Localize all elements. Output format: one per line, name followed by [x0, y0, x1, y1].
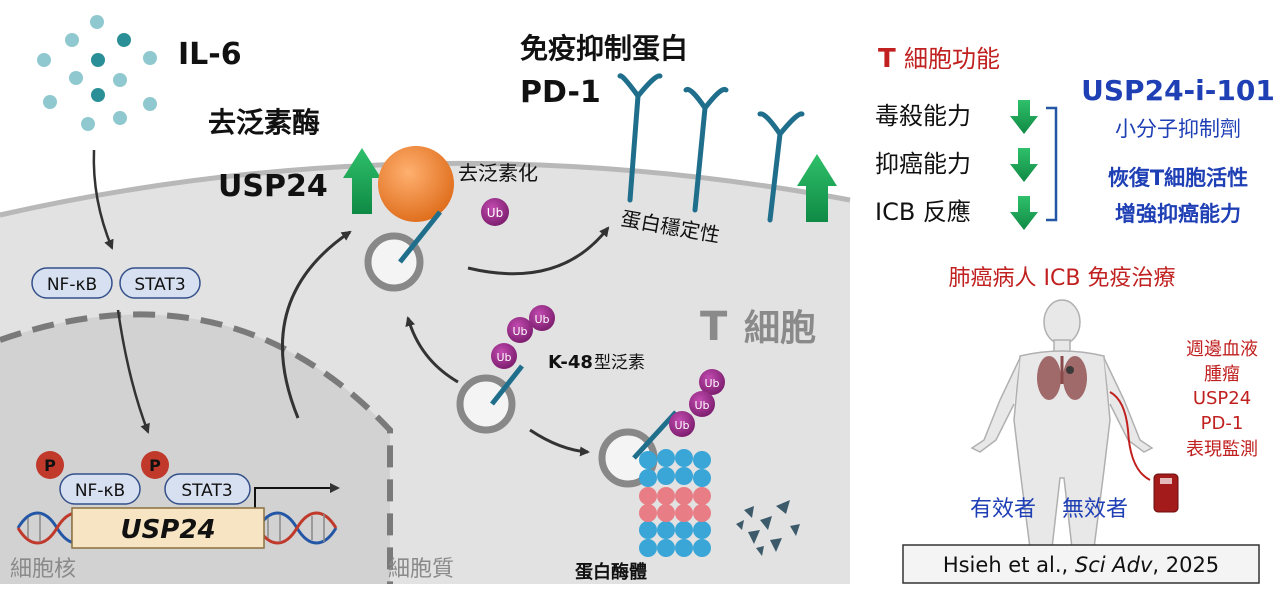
pd1-receptors: [617, 73, 805, 223]
ub-pro-2: Ub: [694, 399, 709, 412]
monitor-line-1: 週邊血液: [1186, 339, 1258, 360]
proteasome-label: 蛋白酶體: [575, 561, 647, 583]
monitor-line-5: 表現監測: [1186, 439, 1258, 460]
k48-label: K-48 型泛素: [548, 352, 645, 373]
nfkb-label: NF-κB: [47, 275, 97, 295]
bracket: [1046, 106, 1058, 222]
transcription-arrow: [254, 483, 340, 508]
monitor-line-3: USP24: [1193, 388, 1251, 409]
nucleus-label: 細胞核: [10, 557, 76, 582]
proteasome-ub-chain: Ub Ub Ub: [669, 369, 725, 437]
arrow-to-membrane: [467, 226, 610, 276]
usp24-protein-label: USP24: [218, 169, 328, 204]
pd1-up-arrow: [797, 154, 837, 222]
il6-cluster: [37, 15, 157, 131]
stat3-nuclear-label: STAT3: [181, 481, 232, 501]
k48-prefix: K-48: [548, 352, 593, 373]
t-cell-t: T: [700, 304, 728, 350]
function-cytotoxicity: 毒殺能力: [875, 102, 971, 130]
pd1-title: PD-1: [520, 75, 601, 110]
proteasome: [639, 449, 711, 557]
stat3-label: STAT3: [134, 275, 185, 295]
arrow-to-nucleus: [116, 309, 150, 434]
blood-bag-icon: [1153, 473, 1179, 513]
function-antitumor: 抑癌能力: [875, 150, 971, 178]
cytoplasm-label: 細胞質: [388, 557, 454, 582]
blood-draw-line: [1109, 391, 1151, 481]
drug-effect-1: 恢復T細胞活性: [1108, 166, 1248, 190]
function-icb: ICB 反應: [875, 198, 971, 226]
ub-pro-3: Ub: [674, 419, 689, 432]
p-badge-2: P: [149, 456, 161, 475]
lungs-icon: [1037, 356, 1087, 400]
arrow-to-proteasome: [529, 428, 590, 457]
p-badge-1: P: [44, 456, 56, 475]
k48-ub-chain: Ub Ub Ub: [491, 305, 555, 369]
t-cell-function-panel: T 細胞功能 毒殺能力 抑癌能力 ICB 反應 USP24-i-101 小分子抑…: [875, 44, 1275, 230]
ub-k48-1: Ub: [496, 351, 511, 364]
deubiq-label: 去泛素化: [458, 161, 538, 185]
drug-name: USP24-i-101: [1081, 74, 1275, 107]
k48-suffix: 型泛素: [594, 353, 645, 373]
monitor-line-2: 腫瘤: [1204, 364, 1240, 385]
vesicle-deubiquitinated: [364, 210, 442, 292]
drug-effect-2: 增強抑癌能力: [1115, 202, 1241, 226]
dub-title: 去泛素酶: [208, 106, 320, 139]
non-responder-label: 無效者: [1062, 497, 1128, 522]
drug-type: 小分子抑制劑: [1115, 117, 1241, 141]
ub-pro-1: Ub: [704, 377, 719, 390]
stat3-pill: STAT3: [119, 267, 201, 299]
citation-journal: Sci Adv: [1075, 553, 1153, 577]
arrow-nucleus-to-usp24: [280, 230, 352, 419]
peptide-fragments: [736, 500, 800, 556]
t-function-title: 細胞功能: [904, 45, 1000, 73]
t-cell-cn: 細胞: [744, 308, 816, 349]
il6-label: IL-6: [178, 37, 242, 72]
nfkb-nuclear-label: NF-κB: [75, 481, 125, 501]
citation-year: , 2025: [1152, 553, 1219, 577]
monitor-line-4: PD-1: [1201, 413, 1244, 434]
arrow-il6-to-signal: [92, 149, 114, 250]
ub-k48-3: Ub: [534, 313, 549, 326]
t-function-t: T: [878, 44, 896, 74]
citation-box: Hsieh et al., Sci Adv, 2025: [902, 544, 1260, 584]
phospho-nfkb: P NF-κB: [36, 451, 141, 505]
arrow-recycle-up: [405, 316, 459, 384]
ub-free: Ub: [481, 198, 509, 226]
usp24-gene: USP24: [71, 507, 265, 549]
checkpoint-title: 免疫抑制蛋白: [520, 32, 688, 65]
usp24-gene-label: USP24: [120, 515, 215, 545]
therapy-title: 肺癌病人 ICB 免疫治療: [949, 266, 1176, 291]
human-body-figure: [970, 299, 1154, 549]
down-arrow-icon: [1010, 100, 1038, 230]
citation-authors: Hsieh et al.,: [943, 553, 1075, 577]
usp24-up-arrow: [343, 148, 381, 214]
therapy-panel: 肺癌病人 ICB 免疫治療 週邊血液 腫瘤 USP24 PD-1 表現監測 有效…: [949, 266, 1258, 549]
usp24-protein: [378, 146, 454, 222]
ub-free-label: Ub: [487, 206, 503, 220]
citation: Hsieh et al., Sci Adv, 2025: [943, 553, 1219, 577]
phospho-stat3: P STAT3: [141, 451, 251, 505]
responder-label: 有效者: [970, 497, 1036, 522]
vesicle-ubiquitinated: [456, 364, 524, 434]
ub-k48-2: Ub: [512, 325, 527, 338]
t-cell-label: T 細胞: [700, 304, 816, 350]
nfkb-pill: NF-κB: [31, 267, 113, 299]
